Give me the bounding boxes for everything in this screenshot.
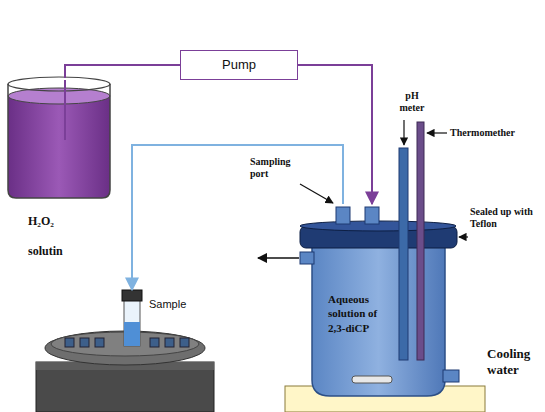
node-text: Sample bbox=[149, 298, 186, 311]
thermometer-label: Thermomether bbox=[450, 127, 515, 139]
tube-connector bbox=[132, 145, 343, 290]
reagent-beaker: H₂O₂ solutin bbox=[4, 78, 116, 283]
reactor-node: Aqueous solution of 2,3-diCP bbox=[300, 204, 457, 399]
sampling-port-label: Sampling port bbox=[250, 156, 306, 180]
sample-tube-node: Sample bbox=[122, 290, 142, 348]
leader-lines bbox=[300, 120, 468, 237]
sample-tube bbox=[122, 290, 142, 346]
node-text: Pump bbox=[181, 51, 297, 78]
pump-box: Pump bbox=[180, 50, 298, 80]
node-text: Aqueous solution of 2,3-diCP bbox=[328, 292, 396, 335]
tube-connector bbox=[298, 65, 372, 204]
h2o2-beaker bbox=[8, 77, 110, 198]
node-text: H₂O₂ solutin bbox=[28, 206, 90, 266]
cooling-water-label: Cooling water bbox=[487, 346, 543, 377]
ph-meter-label: pH meter bbox=[392, 90, 432, 114]
tube-connector bbox=[65, 65, 180, 78]
seal-label: Sealed up with Teflon bbox=[470, 206, 534, 230]
